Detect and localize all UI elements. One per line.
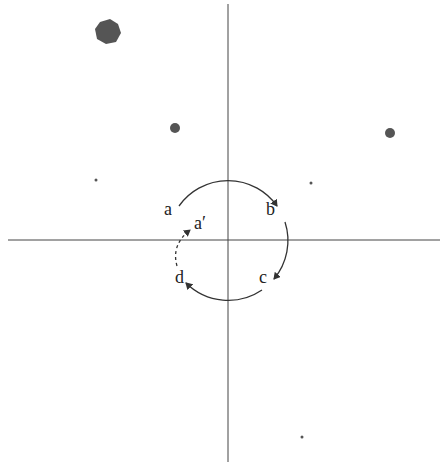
particle bbox=[170, 123, 180, 133]
point-label: a′ bbox=[194, 214, 206, 232]
point-label: b bbox=[266, 200, 275, 218]
particle bbox=[385, 128, 395, 138]
point-label: d bbox=[175, 268, 184, 286]
particle bbox=[95, 179, 98, 182]
particle bbox=[95, 19, 121, 44]
point-label: a bbox=[164, 200, 172, 218]
horizontal-axis bbox=[8, 240, 440, 241]
orbit-arrow bbox=[186, 283, 262, 300]
vertical-axis bbox=[228, 4, 229, 462]
return-arrow bbox=[176, 230, 190, 266]
orbit-arrow bbox=[274, 222, 288, 279]
particle bbox=[310, 182, 313, 185]
orbit-arrow bbox=[179, 181, 277, 206]
point-label: c bbox=[259, 268, 267, 286]
particle bbox=[301, 436, 304, 439]
